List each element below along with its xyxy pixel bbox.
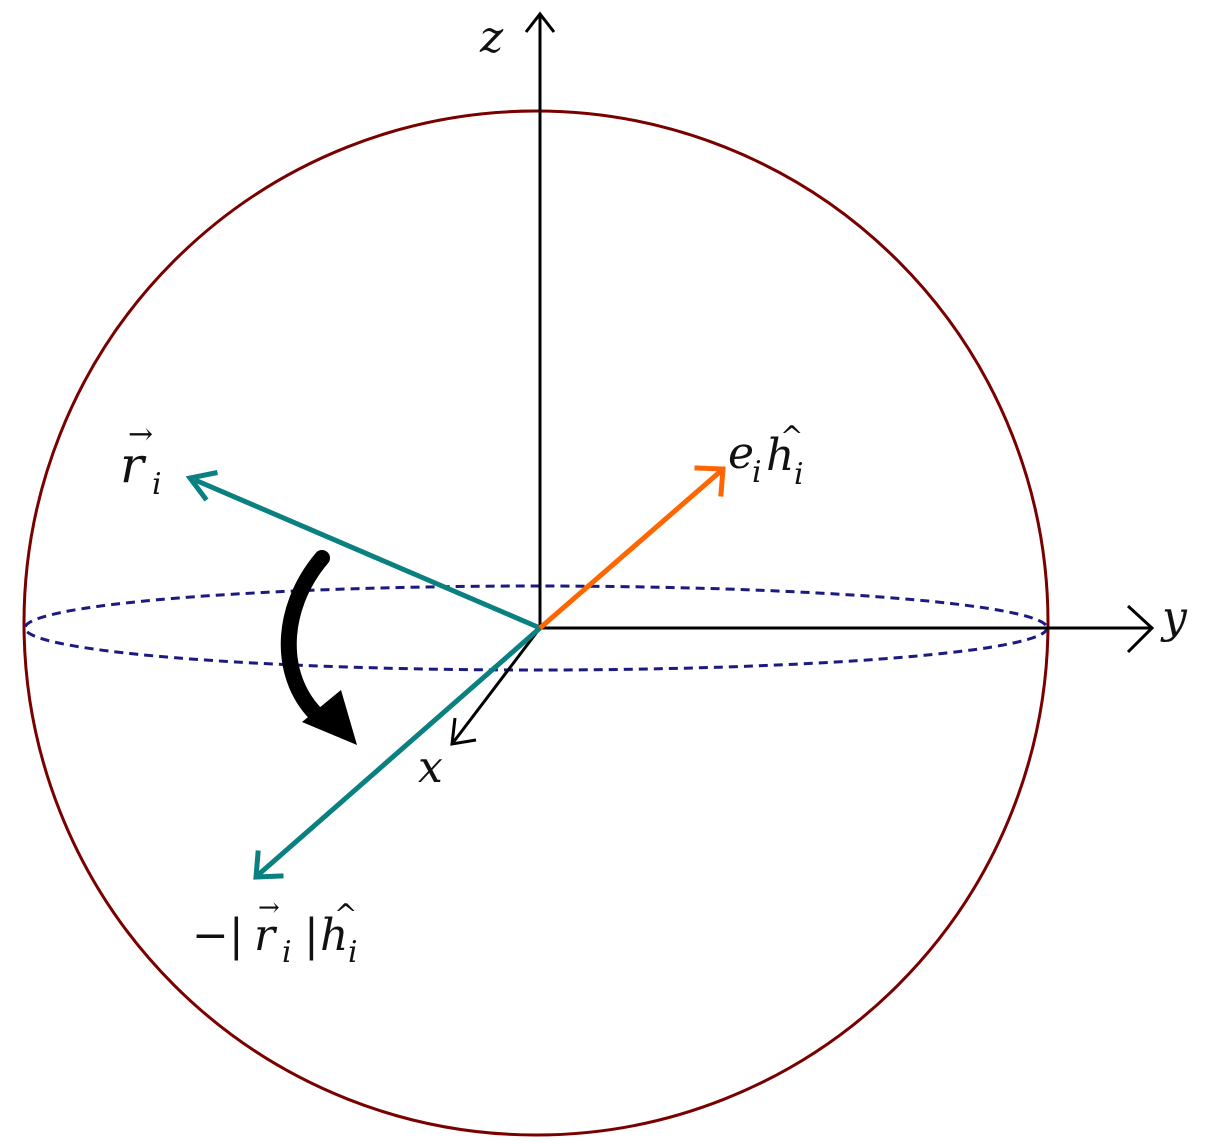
rotation-arrow (280, 550, 330, 726)
sphere-outline (22, 109, 1050, 1137)
label-e-h-h: h (766, 430, 794, 481)
label-r-i-arrow: → (128, 417, 153, 452)
label-minus-r-h-h: h (320, 910, 348, 961)
rotation-arrow-head (302, 690, 357, 745)
vector-r-i-arrowhead (185, 470, 218, 502)
label-minus-r-h-r-sub: i (282, 935, 292, 970)
x-axis (450, 627, 542, 745)
x-axis-label: x (418, 742, 443, 793)
z-axis-label: z (479, 12, 504, 63)
label-e-h-e: e (728, 428, 754, 479)
z-axis-arrowhead (524, 11, 556, 33)
y-axis-label: y (1160, 592, 1188, 643)
label-e-h-h-sub: i (794, 457, 804, 492)
label-minus-r-h-h-sub: i (348, 935, 358, 970)
label-r-i-sub: i (152, 467, 162, 502)
y-axis-arrowhead (1126, 604, 1155, 654)
vector-e-h-arrowhead (694, 465, 726, 497)
x-axis-arrowhead (450, 717, 477, 746)
label-minus-r-h-arrow: → (258, 893, 280, 923)
label-minus-r-h: −| → r i | ^ h i (192, 893, 358, 970)
label-r-i: → r i (120, 417, 162, 502)
label-e-h-hat: ^ (780, 420, 803, 453)
vector-e-h (538, 468, 724, 630)
label-minus-r-h-hat: ^ (334, 898, 357, 931)
label-e-h-e-sub: i (752, 455, 762, 490)
label-minus-r-h-prefix: −| (192, 910, 244, 961)
label-minus-r-h-r: r (254, 910, 278, 961)
vector-r-i (194, 477, 541, 631)
label-minus-r-h-bar: | (304, 910, 319, 961)
vector-minus-r-h-arrowhead (253, 850, 284, 880)
vector-minus-r-h (256, 626, 542, 877)
label-r-i-base: r (120, 436, 147, 494)
label-e-h: e i ^ h i (728, 420, 804, 492)
